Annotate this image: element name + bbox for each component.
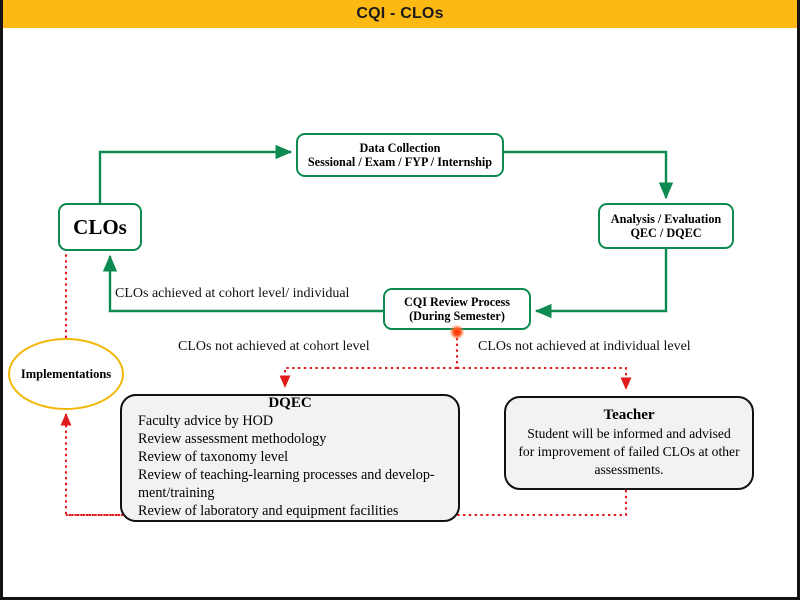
edge-label-clos-achieved: CLOs achieved at cohort level/ individua… <box>115 286 350 301</box>
node-analysis-line2: QEC / DQEC <box>630 226 702 240</box>
laser-pointer-dot <box>450 325 464 339</box>
node-data-collection-line2: Sessional / Exam / FYP / Internship <box>307 155 493 169</box>
node-clos[interactable]: CLOs <box>58 203 142 251</box>
node-dqec-title: DQEC <box>268 395 312 412</box>
node-cqi-review-line1: CQI Review Process <box>403 294 511 309</box>
node-clos-label: CLOs <box>73 214 127 239</box>
list-item: Faculty advice by HOD <box>138 413 274 430</box>
edge-label-not-achieved-cohort: CLOs not achieved at cohort level <box>178 339 370 354</box>
slide-title-bar: CQI - CLOs <box>0 0 800 28</box>
list-item: Review of laboratory and equipment facil… <box>138 502 399 519</box>
node-data-collection-line1: Data Collection <box>359 140 441 155</box>
edge-data-collection-to-analysis <box>504 150 674 200</box>
page-title: CQI - CLOs <box>356 5 444 22</box>
node-dqec[interactable]: DQEC Faculty advice by HOD Review assess… <box>120 394 460 522</box>
edge-label-not-achieved-individual: CLOs not achieved at individual level <box>478 339 691 354</box>
edge-clos-to-data-collection <box>98 144 293 203</box>
node-teacher[interactable]: Teacher Student will be informed and adv… <box>504 396 754 490</box>
node-implementations-label: Implementations <box>20 366 112 381</box>
node-implementations[interactable]: Implementations <box>8 338 124 410</box>
edge-cqi-review-to-clos <box>102 254 383 313</box>
edge-teacher-to-implementations <box>60 412 628 517</box>
node-teacher-title: Teacher <box>603 407 655 424</box>
node-analysis-line1: Analysis / Evaluation <box>610 211 722 226</box>
node-data-collection[interactable]: Data Collection Sessional / Exam / FYP /… <box>296 133 504 177</box>
node-teacher-body: Student will be informed and advised for… <box>518 426 740 477</box>
edge-analysis-to-cqi-review <box>534 249 668 319</box>
node-analysis-evaluation[interactable]: Analysis / Evaluation QEC / DQEC <box>598 203 734 249</box>
node-cqi-review-process[interactable]: CQI Review Process (During Semester) <box>383 288 531 330</box>
list-item: Review of taxonomy level <box>138 449 289 466</box>
list-item: Review of teaching-learning processes an… <box>138 467 435 501</box>
node-cqi-review-line2: (During Semester) <box>409 309 505 323</box>
list-item: Review assessment methodology <box>138 431 327 448</box>
node-dqec-items: Faculty advice by HOD Review assessment … <box>122 413 458 520</box>
